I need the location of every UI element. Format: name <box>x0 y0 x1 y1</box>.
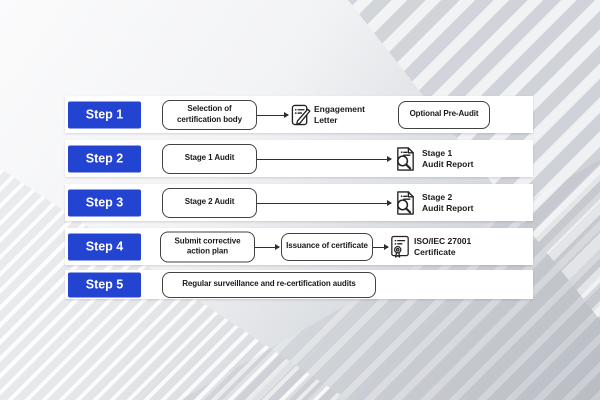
step-3-badge: Step 3 <box>68 189 141 216</box>
process-row-5: Step 5 Regular surveillance and re-certi… <box>65 270 533 299</box>
step-5-badge: Step 5 <box>68 272 141 297</box>
audit-report-icon <box>394 146 417 171</box>
arrow-connector <box>257 199 392 206</box>
arrow-connector <box>373 243 389 250</box>
process-row-1: Step 1 Selection of certification body E… <box>65 96 533 133</box>
engagement-letter-label: Engagement Letter <box>314 103 366 125</box>
stage-2-audit-report-label: Stage 2 Audit Report <box>422 191 474 213</box>
stage-2-audit-box: Stage 2 Audit <box>162 187 257 218</box>
process-row-2: Step 2 Stage 1 Audit Stage 1 Audit Repor… <box>65 140 533 177</box>
stage-1-audit-box: Stage 1 Audit <box>162 143 257 174</box>
stage-1-audit-report-label: Stage 1 Audit Report <box>422 147 474 169</box>
audit-report-icon <box>394 190 417 215</box>
step-4-badge: Step 4 <box>68 233 141 260</box>
certificate-icon <box>390 235 410 259</box>
iso-iec-27001-certificate-label: ISO/IEC 27001 Certificate <box>414 235 472 257</box>
process-row-3: Step 3 Stage 2 Audit Stage 2 Audit Repor… <box>65 184 533 221</box>
issuance-of-certificate-box: Issuance of certificate <box>281 232 373 261</box>
arrow-connector <box>255 243 280 250</box>
process-row-4: Step 4 Submit corrective action plan Iss… <box>65 228 533 265</box>
selection-certification-body-box: Selection of certification body <box>162 99 257 130</box>
optional-pre-audit-box: Optional Pre-Audit <box>398 100 490 129</box>
step-1-badge: Step 1 <box>68 101 141 128</box>
arrow-connector <box>257 155 392 162</box>
arrow-connector <box>257 111 289 118</box>
engagement-letter-icon <box>291 103 311 126</box>
step-2-badge: Step 2 <box>68 145 141 172</box>
surveillance-recertification-box: Regular surveillance and re-certificatio… <box>162 271 376 298</box>
submit-corrective-action-plan-box: Submit corrective action plan <box>160 231 255 262</box>
